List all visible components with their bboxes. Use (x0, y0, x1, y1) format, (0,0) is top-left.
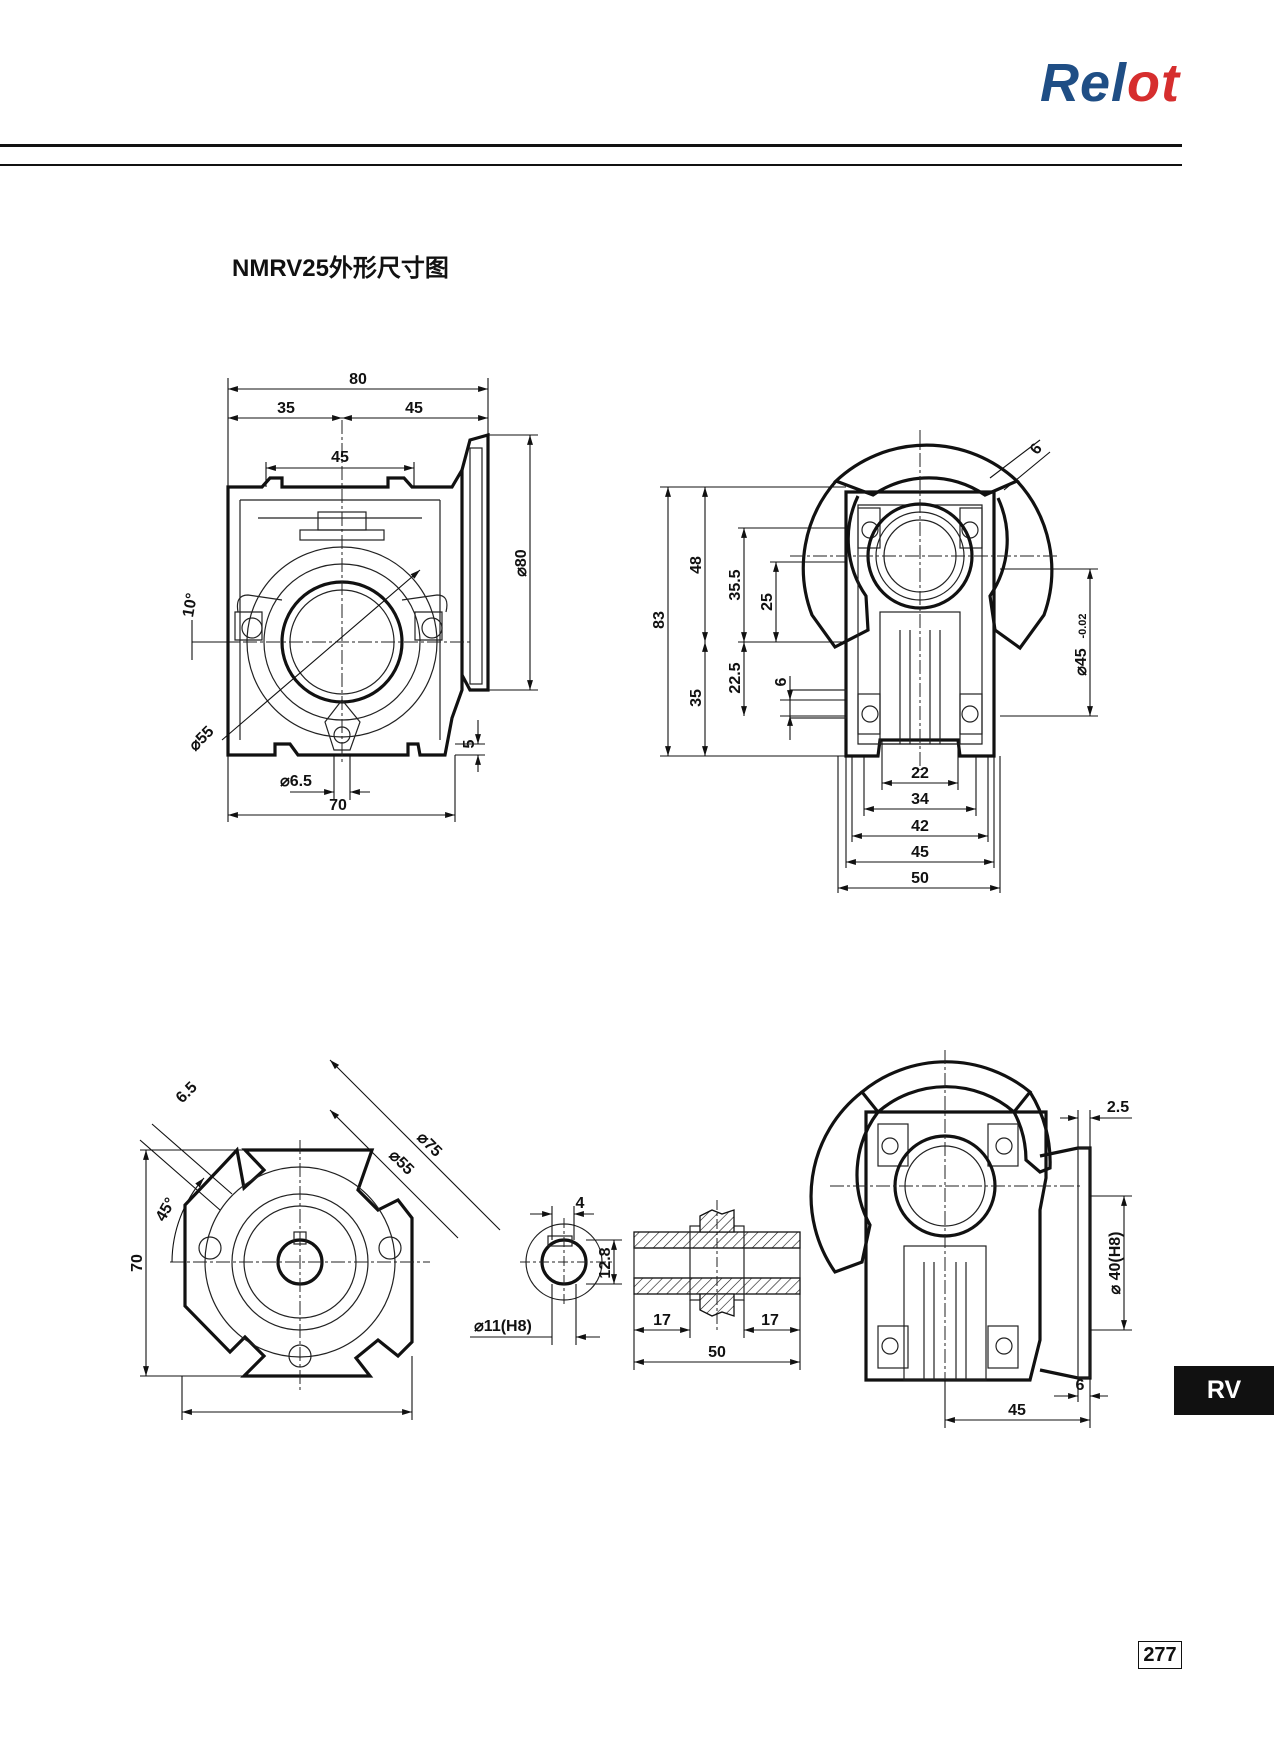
dim-dia-6-5: ⌀6.5 (280, 773, 312, 790)
dim-42: 42 (911, 818, 929, 835)
dim-12-8: 12.8 (597, 1247, 614, 1278)
dim-6-mid: 6 (773, 677, 790, 686)
dim-22-5: 22.5 (727, 662, 744, 693)
side-view: 80 35 45 45 10° ⌀55 ⌀80 (180, 371, 538, 822)
output-flange-view: 2.5 ⌀ 40(H8) 6 45 (809, 1050, 1132, 1428)
front-view: 6 83 48 35 35.5 22.5 25 (651, 430, 1098, 893)
dim-83: 83 (651, 611, 668, 629)
header-rule-bottom (0, 164, 1182, 166)
dim-25: 25 (759, 593, 776, 611)
dim-50: 50 (911, 870, 929, 887)
dim-4: 4 (576, 1195, 585, 1212)
dim-dia-45: ⌀45 (1073, 648, 1090, 676)
dim-17-left: 17 (653, 1312, 671, 1329)
dim-45: 45 (911, 844, 929, 861)
dim-35: 35 (688, 689, 705, 707)
dim-22: 22 (911, 765, 929, 782)
dim-dia-80: ⌀80 (513, 549, 530, 577)
bore-detail: 4 12.8 ⌀11(H8) (470, 1195, 622, 1345)
dim-50: 50 (708, 1344, 726, 1361)
dim-6: 6 (1076, 1377, 1085, 1394)
dim-17-right: 17 (761, 1312, 779, 1329)
dim-45-degree: 45° (153, 1195, 180, 1224)
dim-dia-40: ⌀ 40(H8) (1107, 1232, 1124, 1295)
dim-10-degree: 10° (180, 592, 201, 619)
dim-48: 48 (688, 556, 705, 574)
dim-34: 34 (911, 791, 929, 808)
relot-logo: Relot (1040, 53, 1181, 113)
dim-80-top: 80 (349, 371, 367, 388)
dim-dia-55: ⌀55 (385, 1147, 416, 1178)
dim-dia-75: ⌀75 (413, 1129, 444, 1160)
section-tab-rv: RV (1174, 1366, 1274, 1415)
dim-35: 35 (277, 400, 295, 417)
dim-45: 45 (1008, 1402, 1026, 1419)
dim-dia-45-tolerance: -0.02 (1077, 613, 1089, 638)
dim-70: 70 (129, 1254, 146, 1272)
dim-35-5: 35.5 (727, 569, 744, 600)
dim-dia-11: ⌀11(H8) (474, 1318, 532, 1335)
dim-45-top: 45 (405, 400, 423, 417)
flange-view: 6.5 ⌀75 ⌀55 45° 70 (129, 1059, 501, 1420)
dim-5: 5 (461, 739, 478, 748)
dim-70: 70 (329, 797, 347, 814)
dim-6-5: 6.5 (173, 1079, 201, 1107)
dim-45-inner: 45 (331, 449, 349, 466)
page-title: NMRV25外形尺寸图 (232, 255, 449, 282)
page-number: 277 (1138, 1641, 1182, 1669)
dim-2-5: 2.5 (1107, 1099, 1129, 1116)
dim-dia-55: ⌀55 (186, 723, 217, 754)
shaft-section: 17 17 50 (633, 1200, 801, 1370)
header-rule-top (0, 144, 1182, 147)
